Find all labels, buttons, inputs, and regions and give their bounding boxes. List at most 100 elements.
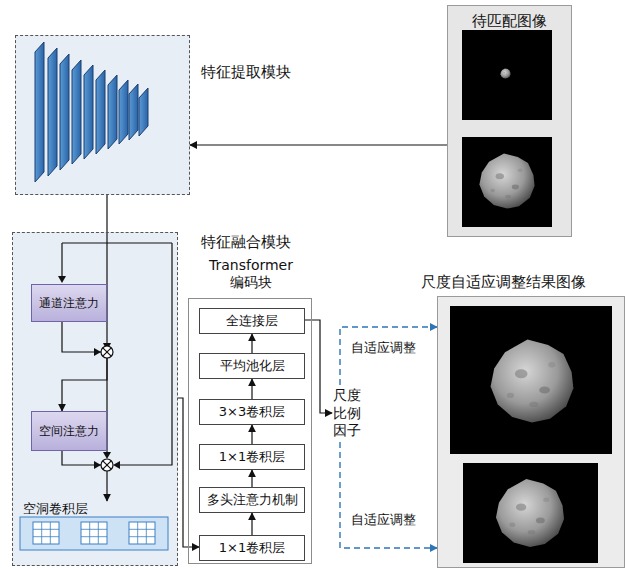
cnn-layer-stack (139, 88, 148, 136)
dilated-conv-bar (146, 522, 147, 544)
edge-label: 自适应调整 (350, 512, 417, 528)
wire-arrowhead (103, 452, 111, 459)
connector (190, 144, 447, 145)
module-frame: 特征融合模块通道注意力空间注意力空洞卷积层 (12, 232, 178, 566)
dilated-conv-bar (33, 522, 155, 544)
node-label: 3×3卷积层 (219, 404, 285, 420)
connector (106, 195, 107, 232)
fusion-wire (62, 242, 172, 243)
attention-box: 空间注意力 (31, 411, 107, 451)
dilated-conv-bar (33, 522, 155, 544)
multiply-symbol (103, 461, 111, 469)
cnn-layer-stack (84, 65, 93, 159)
dilated-conv-bar (89, 522, 90, 544)
result-panel: 尺度自适应调整结果图像 (437, 296, 625, 568)
dilated-conv-bar (81, 529, 107, 530)
dilated-conv-bar (137, 522, 138, 544)
dilated-conv-bar (129, 536, 155, 537)
multiply-symbol (101, 346, 113, 358)
connector (340, 442, 437, 548)
factor-label: 尺度比例因子 (332, 385, 362, 442)
cnn-layer-stack (60, 54, 69, 170)
cnn-layer-stack (48, 48, 57, 176)
module-frame: 特征提取模块 (15, 35, 190, 195)
cnn-layer-stack (35, 42, 148, 182)
dilated-conv-bar (33, 536, 59, 537)
wire-arrowhead (113, 461, 120, 469)
conv-layer-group: 空洞卷积层 (19, 501, 171, 553)
dilated-conv-bar (50, 522, 51, 544)
connector (251, 470, 252, 487)
asteroid-image (491, 340, 574, 423)
connector (251, 513, 252, 535)
cnn-layer-stack (96, 70, 105, 154)
connector (251, 379, 252, 399)
asteroid-image (450, 306, 612, 454)
node-label: 1×1卷积层 (219, 449, 285, 465)
module-ground (437, 296, 625, 568)
dilated-conv-bar (81, 536, 107, 537)
layer-box: 1×1卷积层 (199, 444, 305, 470)
node-label: 通道注意力 (39, 296, 99, 310)
node-label: 空间注意力 (39, 424, 99, 438)
node-label: 待匹配图像 (448, 12, 571, 30)
connector (62, 322, 107, 411)
connector (305, 320, 332, 413)
cnn-layer-stack (35, 42, 44, 182)
module-ground (15, 35, 190, 195)
layer-box: 全连接层 (199, 308, 305, 334)
layer-box: 3×3卷积层 (199, 399, 305, 425)
layer-box: 1×1卷积层 (199, 535, 305, 561)
module-ground (12, 232, 178, 566)
node-label: 1×1卷积层 (219, 540, 285, 556)
asteroid-image (500, 68, 510, 78)
asteroid-image (496, 479, 564, 547)
multiply-symbol (103, 348, 111, 356)
fusion-wire (120, 243, 172, 465)
image-panel: 待匹配图像 (447, 5, 572, 237)
dilated-conv-bar (41, 522, 42, 544)
node-label: 空洞卷积层 (23, 501, 88, 517)
node-label: Transformer 编码块 (201, 257, 301, 291)
dilated-conv-bar (33, 522, 59, 544)
multiply-symbol (103, 348, 111, 356)
dilated-conv-bar (129, 522, 155, 544)
wire-arrowhead (58, 276, 66, 283)
fusion-wire (61, 243, 62, 276)
node-label: 全连接层 (226, 313, 278, 329)
encoder-block: Transformer 编码块全连接层平均池化层3×3卷积层1×1卷积层多头注意… (188, 298, 312, 564)
layer-box: 多头注意力机制 (199, 487, 305, 513)
connector (340, 327, 437, 385)
edge-label: 自适应调整 (350, 340, 417, 356)
node-label: 平均池化层 (220, 358, 285, 374)
dilated-conv-bar (20, 517, 168, 550)
module-ground (447, 5, 572, 237)
multiply-symbol (103, 461, 111, 469)
connector (251, 334, 252, 353)
module-ground (12, 5, 625, 568)
connector (62, 451, 107, 501)
multiply-symbol (101, 459, 113, 471)
dilated-conv-bar (98, 522, 99, 544)
asteroid-image (463, 463, 598, 563)
attention-box: 通道注意力 (31, 284, 107, 322)
dilated-conv-bar (20, 517, 168, 550)
asteroid-image (462, 30, 552, 120)
asteroid-image (479, 153, 534, 208)
node-label: 特征融合模块 (201, 233, 291, 251)
node-label: 尺度自适应调整结果图像 (421, 273, 586, 291)
multiply-symbol (101, 346, 113, 471)
dilated-conv-bar (81, 522, 107, 544)
node-label: 特征提取模块 (201, 63, 291, 81)
cnn-layer-stack (129, 84, 138, 140)
connector (251, 425, 252, 444)
node-label: 多头注意力机制 (207, 492, 298, 508)
dilated-conv-bar (33, 529, 59, 530)
dilated-conv-bar (129, 529, 155, 530)
node-label: 尺度比例因子 (333, 387, 361, 440)
layer-box: 平均池化层 (199, 353, 305, 379)
cnn-layer-stack (119, 80, 128, 144)
cnn-layer-stack (72, 60, 81, 164)
asteroid-image (462, 137, 552, 227)
